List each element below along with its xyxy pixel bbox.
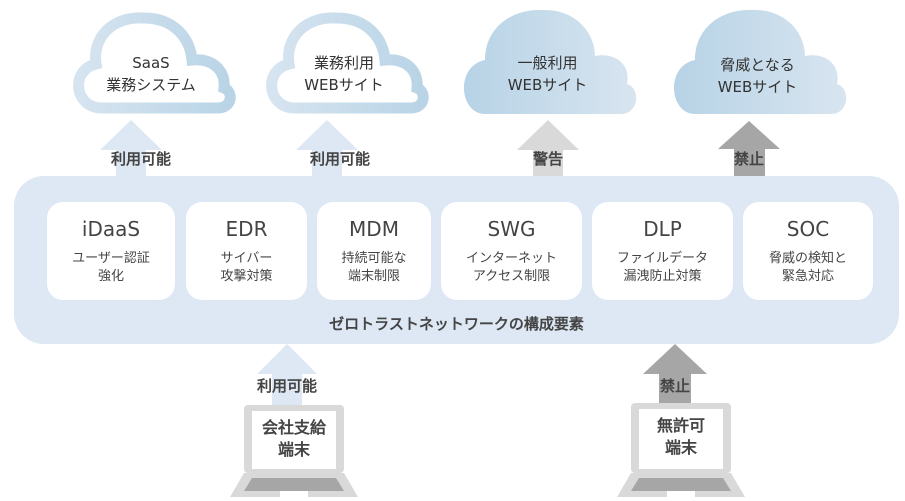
component-title: DLP	[643, 217, 682, 241]
cloud-label-2: 業務システム	[106, 76, 196, 94]
cloud-icon	[266, 12, 429, 114]
band-caption: ゼロトラストネットワークの構成要素	[329, 315, 584, 333]
up-arrow-icon	[718, 121, 780, 178]
arrow-label-block: 禁止	[733, 150, 764, 168]
arrow-device-allow	[257, 344, 317, 406]
device-label-2: 端末	[664, 438, 697, 457]
arrow-label-warn: 警告	[532, 150, 563, 168]
up-arrow-icon	[517, 120, 579, 178]
laptop-icon	[617, 403, 745, 497]
cloud-label-2: WEBサイト	[507, 76, 588, 94]
device-label-1: 会社支給	[261, 418, 326, 437]
component-card-swg: SWG インターネットアクセス制限	[441, 202, 582, 300]
component-desc: サイバー攻撃対策	[220, 251, 273, 284]
cloud-label-1: 脅威となる	[720, 56, 795, 74]
device-label-2: 端末	[277, 440, 310, 459]
component-title: EDR	[225, 217, 268, 241]
up-arrow-icon	[643, 344, 707, 406]
component-desc: 脅威の検知と緊急対応	[768, 251, 847, 284]
cloud-saas: SaaS 業務システム	[62, 8, 240, 120]
component-desc: ユーザー認証強化	[72, 251, 150, 284]
cloud-business-web: 業務利用 WEBサイト	[255, 8, 433, 120]
cloud-threat-web: 脅威となる WEBサイト	[665, 4, 850, 116]
arrow-block	[718, 121, 780, 178]
component-desc: 持続可能な端末制限	[341, 251, 407, 284]
component-desc: ファイルデータ漏洩防止対策	[616, 251, 708, 284]
arrow-label-allow: 利用可能	[309, 150, 370, 168]
cloud-label-2: WEBサイト	[304, 76, 384, 94]
up-arrow-icon	[257, 344, 317, 406]
component-card-edr: EDR サイバー攻撃対策	[186, 202, 307, 300]
cloud-icon	[673, 9, 847, 114]
component-title: iDaaS	[81, 217, 141, 241]
component-card-dlp: DLP ファイルデータ漏洩防止対策	[592, 202, 733, 300]
up-arrow-icon	[296, 120, 358, 178]
arrow-allow-saas	[100, 120, 162, 178]
cloud-label-1: SaaS	[132, 54, 170, 72]
laptop-company: 会社支給 端末	[230, 405, 358, 497]
arrow-allow-business	[296, 120, 358, 178]
component-card-mdm: MDM 持続可能な端末制限	[317, 202, 431, 300]
device-arrow-label: 禁止	[659, 377, 690, 395]
cloud-label-1: 一般利用	[517, 54, 578, 72]
component-desc: インターネットアクセス制限	[465, 251, 557, 284]
laptop-icon	[230, 405, 358, 497]
arrow-device-block	[643, 344, 707, 406]
component-title: SOC	[786, 217, 830, 241]
component-title: MDM	[349, 217, 399, 241]
cloud-icon	[463, 9, 637, 114]
cloud-label-2: WEBサイト	[717, 78, 798, 96]
cloud-icon	[73, 12, 236, 114]
up-arrow-icon	[100, 120, 162, 178]
component-card-soc: SOC 脅威の検知と緊急対応	[743, 202, 873, 300]
cloud-general-web: 一般利用 WEBサイト	[455, 4, 640, 116]
cloud-label-1: 業務利用	[313, 54, 374, 72]
device-arrow-label: 利用可能	[256, 377, 317, 395]
arrow-warn	[517, 120, 579, 178]
component-card-idaas: iDaaS ユーザー認証強化	[47, 202, 175, 300]
component-title: SWG	[487, 217, 536, 241]
device-label-1: 無許可	[656, 416, 705, 435]
laptop-unauthorized: 無許可 端末	[617, 403, 745, 497]
arrow-label-allow: 利用可能	[110, 150, 171, 168]
